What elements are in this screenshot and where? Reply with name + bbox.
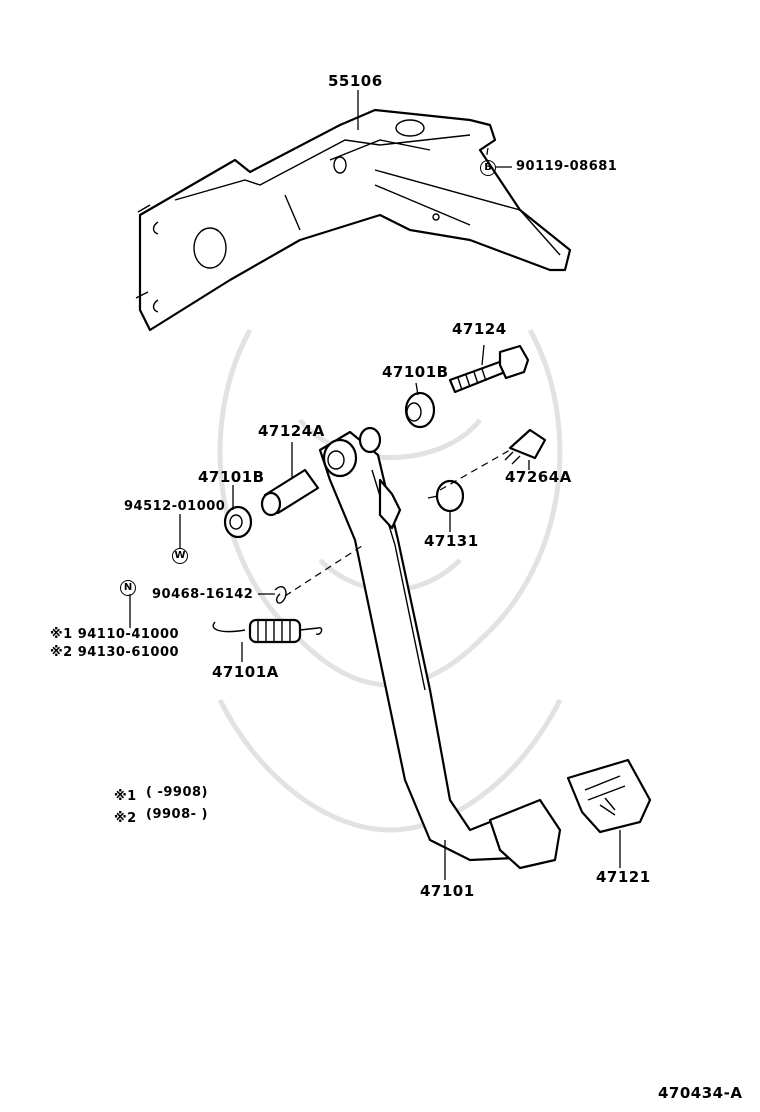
part-label-90119-08681: 90119-08681 [516, 159, 618, 174]
bushing-47101B-upper [404, 391, 436, 429]
part-label-90468-16142: 90468-16142 [152, 587, 254, 602]
pedal-pad-47121 [566, 758, 652, 834]
stopper-47131 [427, 479, 465, 513]
part-label-94130-61000: ※2 94130-61000 [50, 645, 180, 660]
part-label-94110-41000: ※1 94110-41000 [50, 627, 180, 642]
washer-w-marker: W [172, 548, 188, 564]
bushing-47101B-lower [223, 505, 253, 539]
note-2-range: (9908- ) [146, 807, 208, 822]
pin-47124A [260, 468, 320, 517]
part-label-47121: 47121 [596, 868, 651, 886]
note-2-mark: ※2 [114, 811, 137, 826]
bolt-47264A [504, 428, 547, 465]
bolt-47124 [448, 344, 530, 394]
pedal-arm-47101 [318, 426, 562, 870]
part-label-47101B-lower: 47101B [198, 468, 265, 486]
nut-n-marker: N [120, 580, 136, 596]
pedal-bracket-55106 [135, 108, 572, 332]
part-label-47101: 47101 [420, 882, 475, 900]
spring-47101A [212, 618, 323, 644]
part-label-47124A: 47124A [258, 422, 325, 440]
note-1-mark: ※1 [114, 789, 137, 804]
clip-90468 [274, 585, 287, 604]
part-label-55106: 55106 [328, 72, 383, 90]
part-label-47264A: 47264A [505, 468, 572, 486]
part-label-47101B-upper: 47101B [382, 363, 449, 381]
note-1-range: ( -9908) [146, 785, 208, 800]
part-label-94512-01000: 94512-01000 [124, 499, 226, 514]
figure-code: 470434-A [658, 1084, 743, 1102]
leader-lines [129, 90, 621, 880]
part-label-47131: 47131 [424, 532, 479, 550]
part-label-47101A: 47101A [212, 663, 279, 681]
bolt-b-marker: B [480, 160, 496, 176]
part-label-47124: 47124 [452, 320, 507, 338]
